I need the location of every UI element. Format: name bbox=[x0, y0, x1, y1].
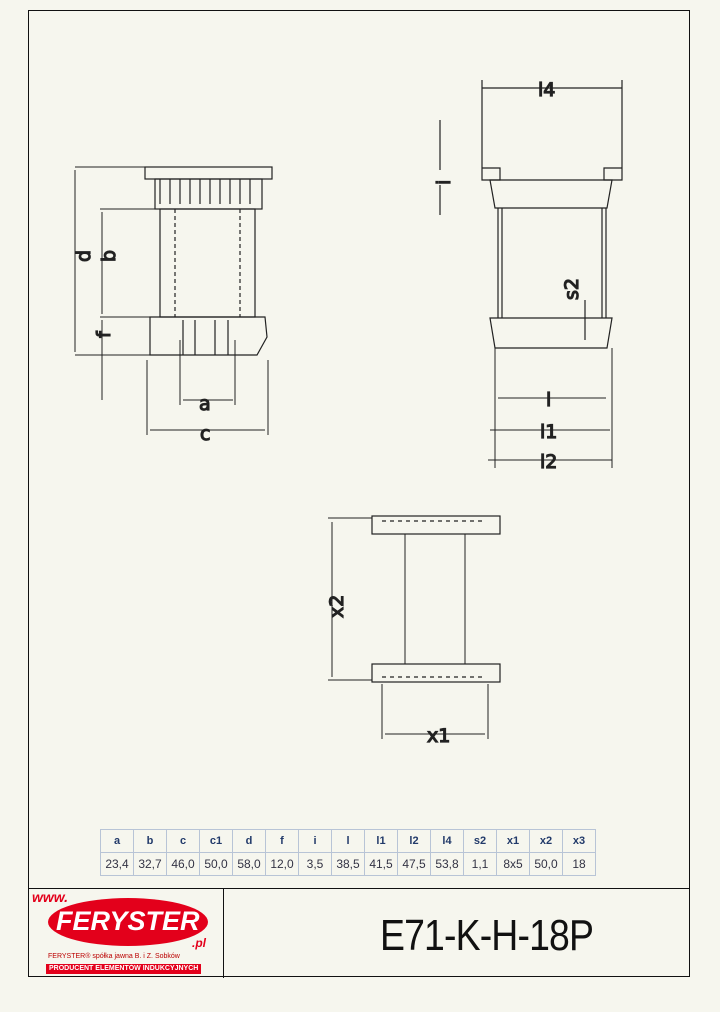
cell-l4: 53,8 bbox=[430, 852, 464, 876]
cell-a: 23,4 bbox=[100, 852, 134, 876]
column-header-s2: s2 bbox=[463, 829, 497, 853]
cell-l: 38,5 bbox=[331, 852, 365, 876]
column-header-c: c bbox=[166, 829, 200, 853]
cell-x3: 18 bbox=[562, 852, 596, 876]
logo-brand: FERYSTER bbox=[56, 906, 200, 936]
cell-f: 12,0 bbox=[265, 852, 299, 876]
column-header-x1: x1 bbox=[496, 829, 530, 853]
logo-www: www. bbox=[32, 889, 69, 905]
column-header-f: f bbox=[265, 829, 299, 853]
company-tagline: PRODUCENT ELEMENTÓW INDUKCYJNYCH bbox=[46, 964, 202, 974]
part-number: E71-K-H-18P bbox=[380, 911, 594, 960]
column-header-c1: c1 bbox=[199, 829, 233, 853]
label-l: l bbox=[546, 389, 551, 411]
cell-x1: 8x5 bbox=[496, 852, 530, 876]
column-header-l2: l2 bbox=[397, 829, 431, 853]
cell-x2: 50,0 bbox=[529, 852, 563, 876]
column-header-d: d bbox=[232, 829, 266, 853]
label-c: c bbox=[200, 423, 210, 445]
cell-l1: 41,5 bbox=[364, 852, 398, 876]
logo-tld: .pl bbox=[192, 936, 206, 950]
label-x1: x1 bbox=[427, 725, 450, 747]
company-name: FERYSTER® spółka jawna B. i Z. Sobków bbox=[48, 953, 180, 960]
label-a: a bbox=[199, 393, 211, 415]
label-d: d bbox=[73, 250, 95, 262]
cell-c1: 50,0 bbox=[199, 852, 233, 876]
drawing-frame bbox=[28, 10, 690, 977]
side-view bbox=[439, 80, 623, 468]
cell-d: 58,0 bbox=[232, 852, 266, 876]
label-i: i bbox=[433, 180, 455, 185]
cell-s2: 1,1 bbox=[463, 852, 497, 876]
column-header-a: a bbox=[100, 829, 134, 853]
column-header-l: l bbox=[331, 829, 365, 853]
front-view bbox=[74, 166, 273, 435]
label-f: f bbox=[93, 330, 115, 338]
column-header-l4: l4 bbox=[430, 829, 464, 853]
cell-l2: 47,5 bbox=[397, 852, 431, 876]
column-header-b: b bbox=[133, 829, 167, 853]
cell-b: 32,7 bbox=[133, 852, 167, 876]
column-header-l1: l1 bbox=[364, 829, 398, 853]
feryster-logo: www. FERYSTER .pl FERYSTER® spółka jawna… bbox=[28, 889, 224, 978]
column-header-x2: x2 bbox=[529, 829, 563, 853]
cell-c: 46,0 bbox=[166, 852, 200, 876]
label-b: b bbox=[98, 250, 120, 262]
cell-i: 3,5 bbox=[298, 852, 332, 876]
title-block: www. FERYSTER .pl FERYSTER® spółka jawna… bbox=[28, 888, 690, 978]
label-l4: l4 bbox=[538, 79, 555, 101]
label-x2: x2 bbox=[326, 595, 348, 618]
label-s2: s2 bbox=[561, 278, 583, 300]
column-header-x3: x3 bbox=[562, 829, 596, 853]
bottom-view bbox=[328, 515, 501, 739]
column-header-i: i bbox=[298, 829, 332, 853]
label-l2: l2 bbox=[540, 451, 557, 473]
label-l1: l1 bbox=[540, 421, 557, 443]
